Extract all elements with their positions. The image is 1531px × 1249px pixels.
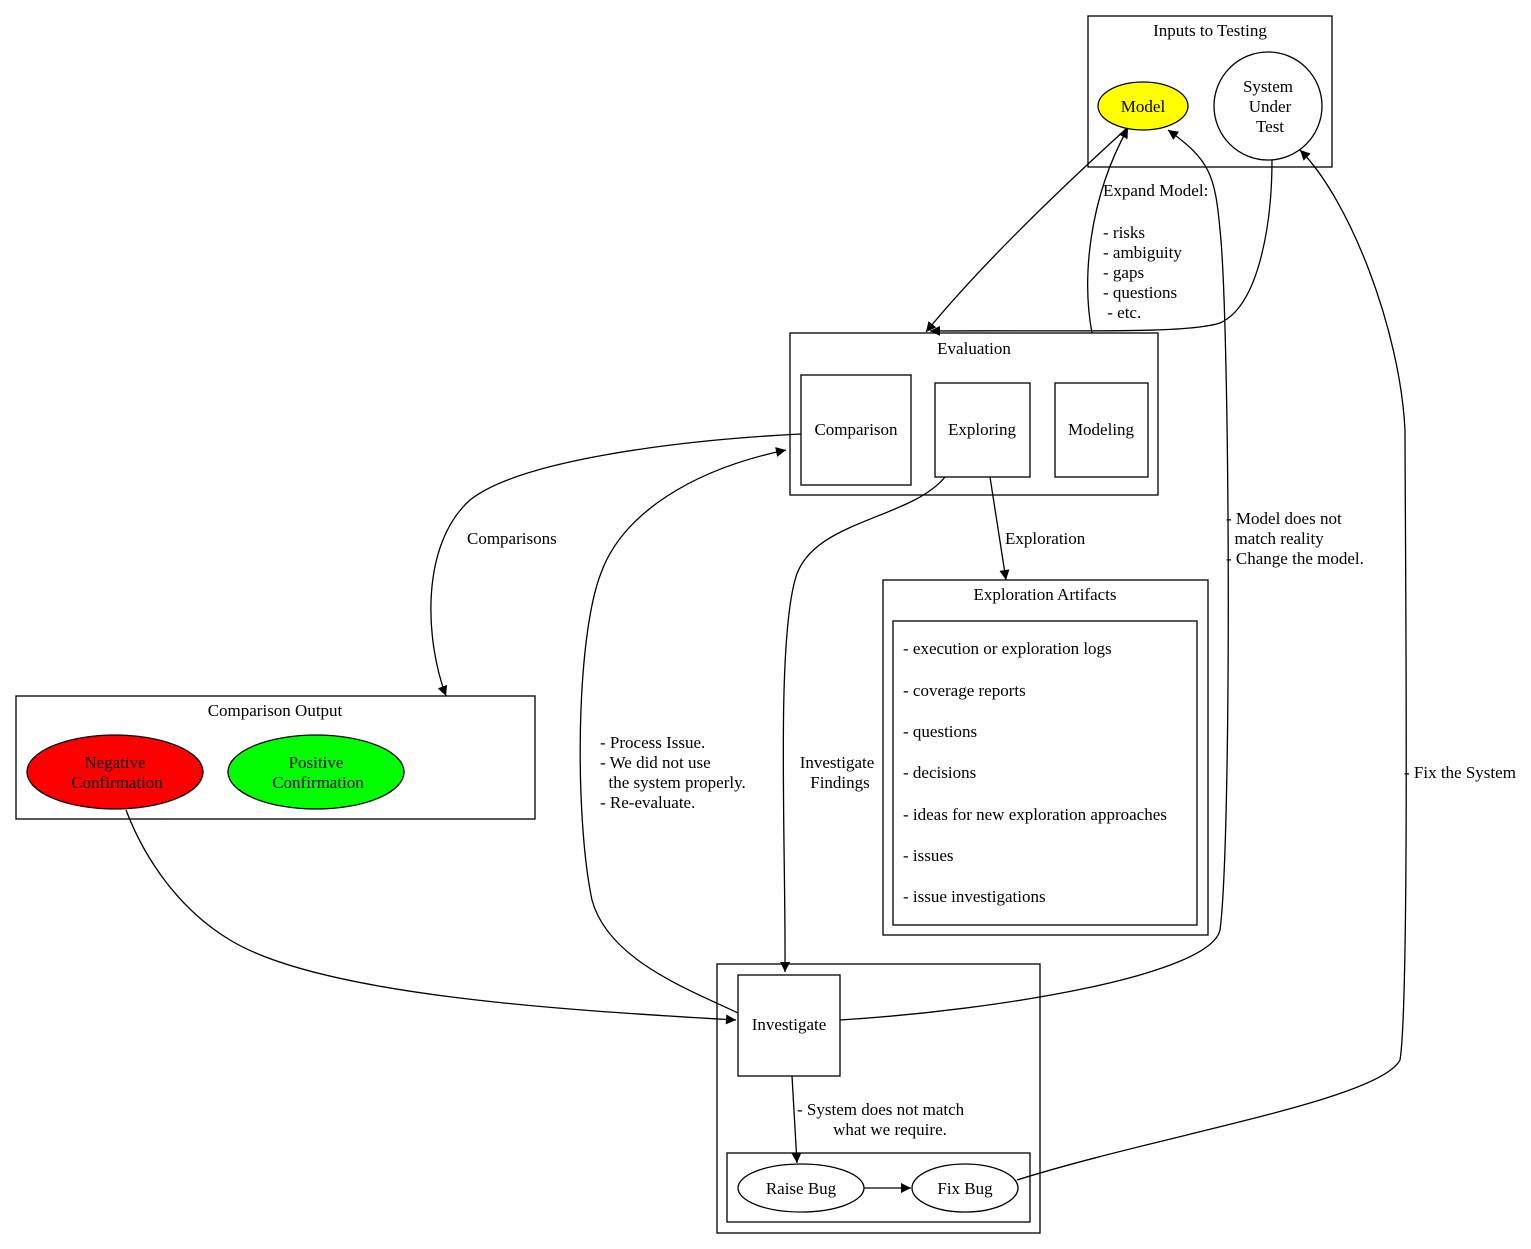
label-model-mismatch-line-3: - Change the model. <box>1226 549 1364 568</box>
node-positive-label-1: Positive <box>289 753 344 772</box>
artifact-item-7: - issue investigations <box>903 887 1046 906</box>
label-investigate-findings-line-1: Investigate <box>800 753 875 772</box>
label-expand-model-line-6: - questions <box>1103 283 1177 302</box>
cluster-bug-workflow <box>726 1152 1031 1223</box>
node-modeling-label: Modeling <box>1068 420 1135 439</box>
edge-sut-to-evaluation <box>929 159 1273 336</box>
node-comparison-label: Comparison <box>814 420 898 439</box>
label-expand-model-line-3: - risks <box>1103 223 1145 242</box>
node-positive-confirmation: Positive Confirmation <box>227 734 405 810</box>
node-positive-label-2: Confirmation <box>272 773 364 792</box>
edge-investigate-to-raise-bug <box>791 1075 802 1164</box>
artifact-item-5: - ideas for new exploration approaches <box>903 805 1167 824</box>
label-process-issue-line-2: - We did not use <box>600 753 711 772</box>
node-raise-bug-label: Raise Bug <box>766 1179 837 1198</box>
edge-exploring-to-investigate <box>780 476 946 973</box>
node-sut-label-3: Test <box>1256 117 1284 136</box>
edge-comparison-to-output <box>430 433 802 697</box>
label-system-mismatch-line-2: what we require. <box>833 1120 947 1139</box>
edge-investigate-to-evaluation <box>579 447 787 1014</box>
artifact-item-4: - decisions <box>903 763 976 782</box>
node-exploring-label: Exploring <box>948 420 1016 439</box>
cluster-investigation <box>716 963 1041 1234</box>
edge-evaluation-to-model-expand <box>1087 127 1129 334</box>
cluster-title-inputs: Inputs to Testing <box>1153 21 1267 40</box>
cluster-title-comparison-output: Comparison Output <box>208 701 343 720</box>
node-investigate-label: Investigate <box>752 1015 827 1034</box>
label-investigate-findings-line-2: Findings <box>810 773 870 792</box>
node-fix-bug: Fix Bug <box>911 1163 1019 1213</box>
label-system-mismatch-line-1: - System does not match <box>797 1100 965 1119</box>
cluster-title-artifacts: Exploration Artifacts <box>973 585 1116 604</box>
edge-investigate-to-model <box>839 129 1229 1021</box>
label-model-mismatch-line-1: - Model does not <box>1226 509 1342 528</box>
node-artifacts-list: - execution or exploration logs - covera… <box>903 639 1167 906</box>
label-model-mismatch-line-2: match reality <box>1226 529 1324 548</box>
label-investigate-findings: Investigate Findings <box>800 753 875 792</box>
cluster-evaluation: Evaluation <box>789 332 1159 496</box>
node-investigate: Investigate <box>737 974 841 1077</box>
label-expand-model-line-4: - ambiguity <box>1103 243 1182 262</box>
node-fix-bug-label: Fix Bug <box>937 1179 993 1198</box>
artifact-item-1: - execution or exploration logs <box>903 639 1112 658</box>
node-sut-label-2: Under <box>1249 97 1292 116</box>
node-model-label: Model <box>1121 97 1166 116</box>
label-expand-model-line-7: - etc. <box>1103 303 1141 322</box>
cluster-exploration-artifacts: Exploration Artifacts <box>882 579 1209 936</box>
edge-negative-to-investigate <box>125 809 737 1025</box>
artifact-item-2: - coverage reports <box>903 681 1026 700</box>
cluster-inputs-to-testing: Inputs to Testing <box>1087 15 1333 168</box>
cluster-title-evaluation: Evaluation <box>937 339 1011 358</box>
label-process-issue-line-3: the system properly. <box>600 773 746 792</box>
node-sut-label-1: System <box>1243 77 1293 96</box>
label-expand-model-line-1: Expand Model: <box>1103 181 1208 200</box>
label-system-mismatch: - System does not match what we require. <box>797 1100 965 1139</box>
edge-fix-bug-to-sut <box>1016 149 1407 1181</box>
label-exploration: Exploration <box>1005 529 1086 548</box>
node-comparison: Comparison <box>800 374 912 486</box>
node-raise-bug: Raise Bug <box>737 1163 865 1213</box>
node-system-under-test: System Under Test <box>1213 51 1323 161</box>
node-modeling: Modeling <box>1054 382 1149 478</box>
label-process-issue-line-4: - Re-evaluate. <box>600 793 695 812</box>
artifact-item-3: - questions <box>903 722 977 741</box>
cluster-comparison-output: Comparison Output <box>15 695 536 820</box>
label-model-mismatch: - Model does not match reality - Change … <box>1226 509 1364 568</box>
label-process-issue: - Process Issue. - We did not use the sy… <box>600 733 746 812</box>
node-exploring: Exploring <box>934 382 1031 478</box>
node-negative-label-2: Confirmation <box>71 773 163 792</box>
label-fix-the-system: - Fix the System <box>1404 763 1516 782</box>
node-negative-label-1: Negative <box>84 753 145 772</box>
label-process-issue-line-1: - Process Issue. <box>600 733 705 752</box>
label-expand-model-line-5: - gaps <box>1103 263 1144 282</box>
label-expand-model: Expand Model: - risks - ambiguity - gaps… <box>1103 181 1208 322</box>
label-comparisons: Comparisons <box>467 529 557 548</box>
artifact-item-6: - issues <box>903 846 954 865</box>
edge-exploring-to-artifacts <box>989 476 1010 581</box>
node-negative-confirmation: Negative Confirmation <box>26 734 204 810</box>
edge-model-to-evaluation <box>925 128 1127 333</box>
node-model: Model <box>1097 81 1189 131</box>
